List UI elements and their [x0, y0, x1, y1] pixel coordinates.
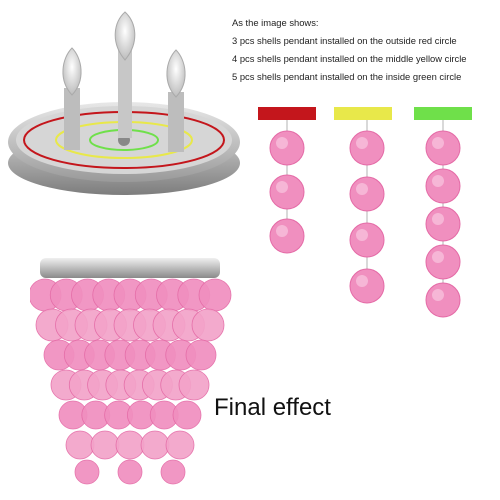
shell-disc: [425, 244, 461, 280]
shell-disc: [425, 206, 461, 242]
chandelier-shell: [160, 459, 186, 485]
chandelier-shell: [191, 308, 225, 342]
chandelier-image: [30, 258, 232, 485]
pendant-strand-green: [425, 120, 461, 318]
yellow-bar: [334, 107, 392, 120]
shell-disc: [425, 282, 461, 318]
chandelier-shell: [165, 430, 195, 460]
shell-disc: [349, 176, 385, 212]
pendant-strand-yellow: [349, 120, 385, 304]
chandelier-shell: [140, 430, 170, 460]
note-line-red: 3 pcs shells pendant installed on the ou…: [232, 35, 457, 46]
chandelier-shell: [74, 459, 100, 485]
lamp-base-image: [8, 11, 240, 195]
shell-disc: [425, 168, 461, 204]
chandelier-shell: [117, 459, 143, 485]
shell-disc: [349, 222, 385, 258]
chandelier-shell: [178, 369, 210, 401]
shell-disc: [269, 174, 305, 210]
shell-disc: [425, 130, 461, 166]
shell-disc: [269, 130, 305, 166]
chandelier-shell: [198, 278, 232, 312]
chandelier-shell: [172, 400, 202, 430]
shell-disc: [349, 130, 385, 166]
chandelier-shell: [115, 430, 145, 460]
notes-heading: As the image shows:: [232, 17, 319, 28]
final-effect-label: Final effect: [214, 394, 331, 421]
note-line-yellow: 4 pcs shells pendant installed on the mi…: [232, 53, 467, 64]
shell-disc: [269, 218, 305, 254]
chandelier-shell: [90, 430, 120, 460]
note-line-green: 5 pcs shells pendant installed on the in…: [232, 71, 462, 82]
installation-notes: As the image shows: 3 pcs shells pendant…: [232, 14, 494, 86]
chandelier-shell: [185, 339, 217, 371]
chandelier-shell: [65, 430, 95, 460]
pendant-strand-red: [269, 120, 305, 254]
red-bar: [258, 107, 316, 120]
shell-disc: [349, 268, 385, 304]
green-bar: [414, 107, 472, 120]
pendant-strands: [269, 120, 461, 318]
